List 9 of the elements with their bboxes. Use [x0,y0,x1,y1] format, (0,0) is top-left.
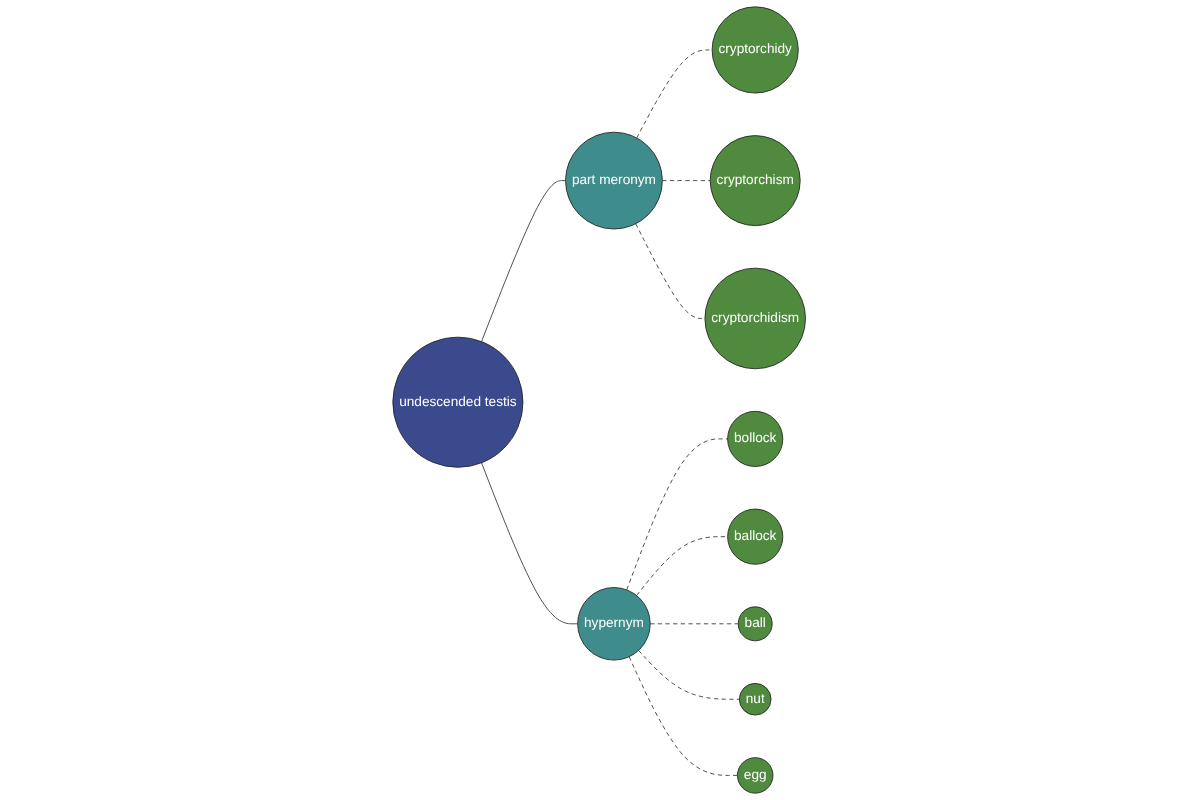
connector [639,650,741,700]
connector [629,656,739,776]
connector [627,438,729,591]
connector [636,223,707,319]
connector [637,49,714,139]
connector [637,536,729,596]
connector [481,462,579,625]
connector [481,180,567,342]
connector [662,180,712,182]
